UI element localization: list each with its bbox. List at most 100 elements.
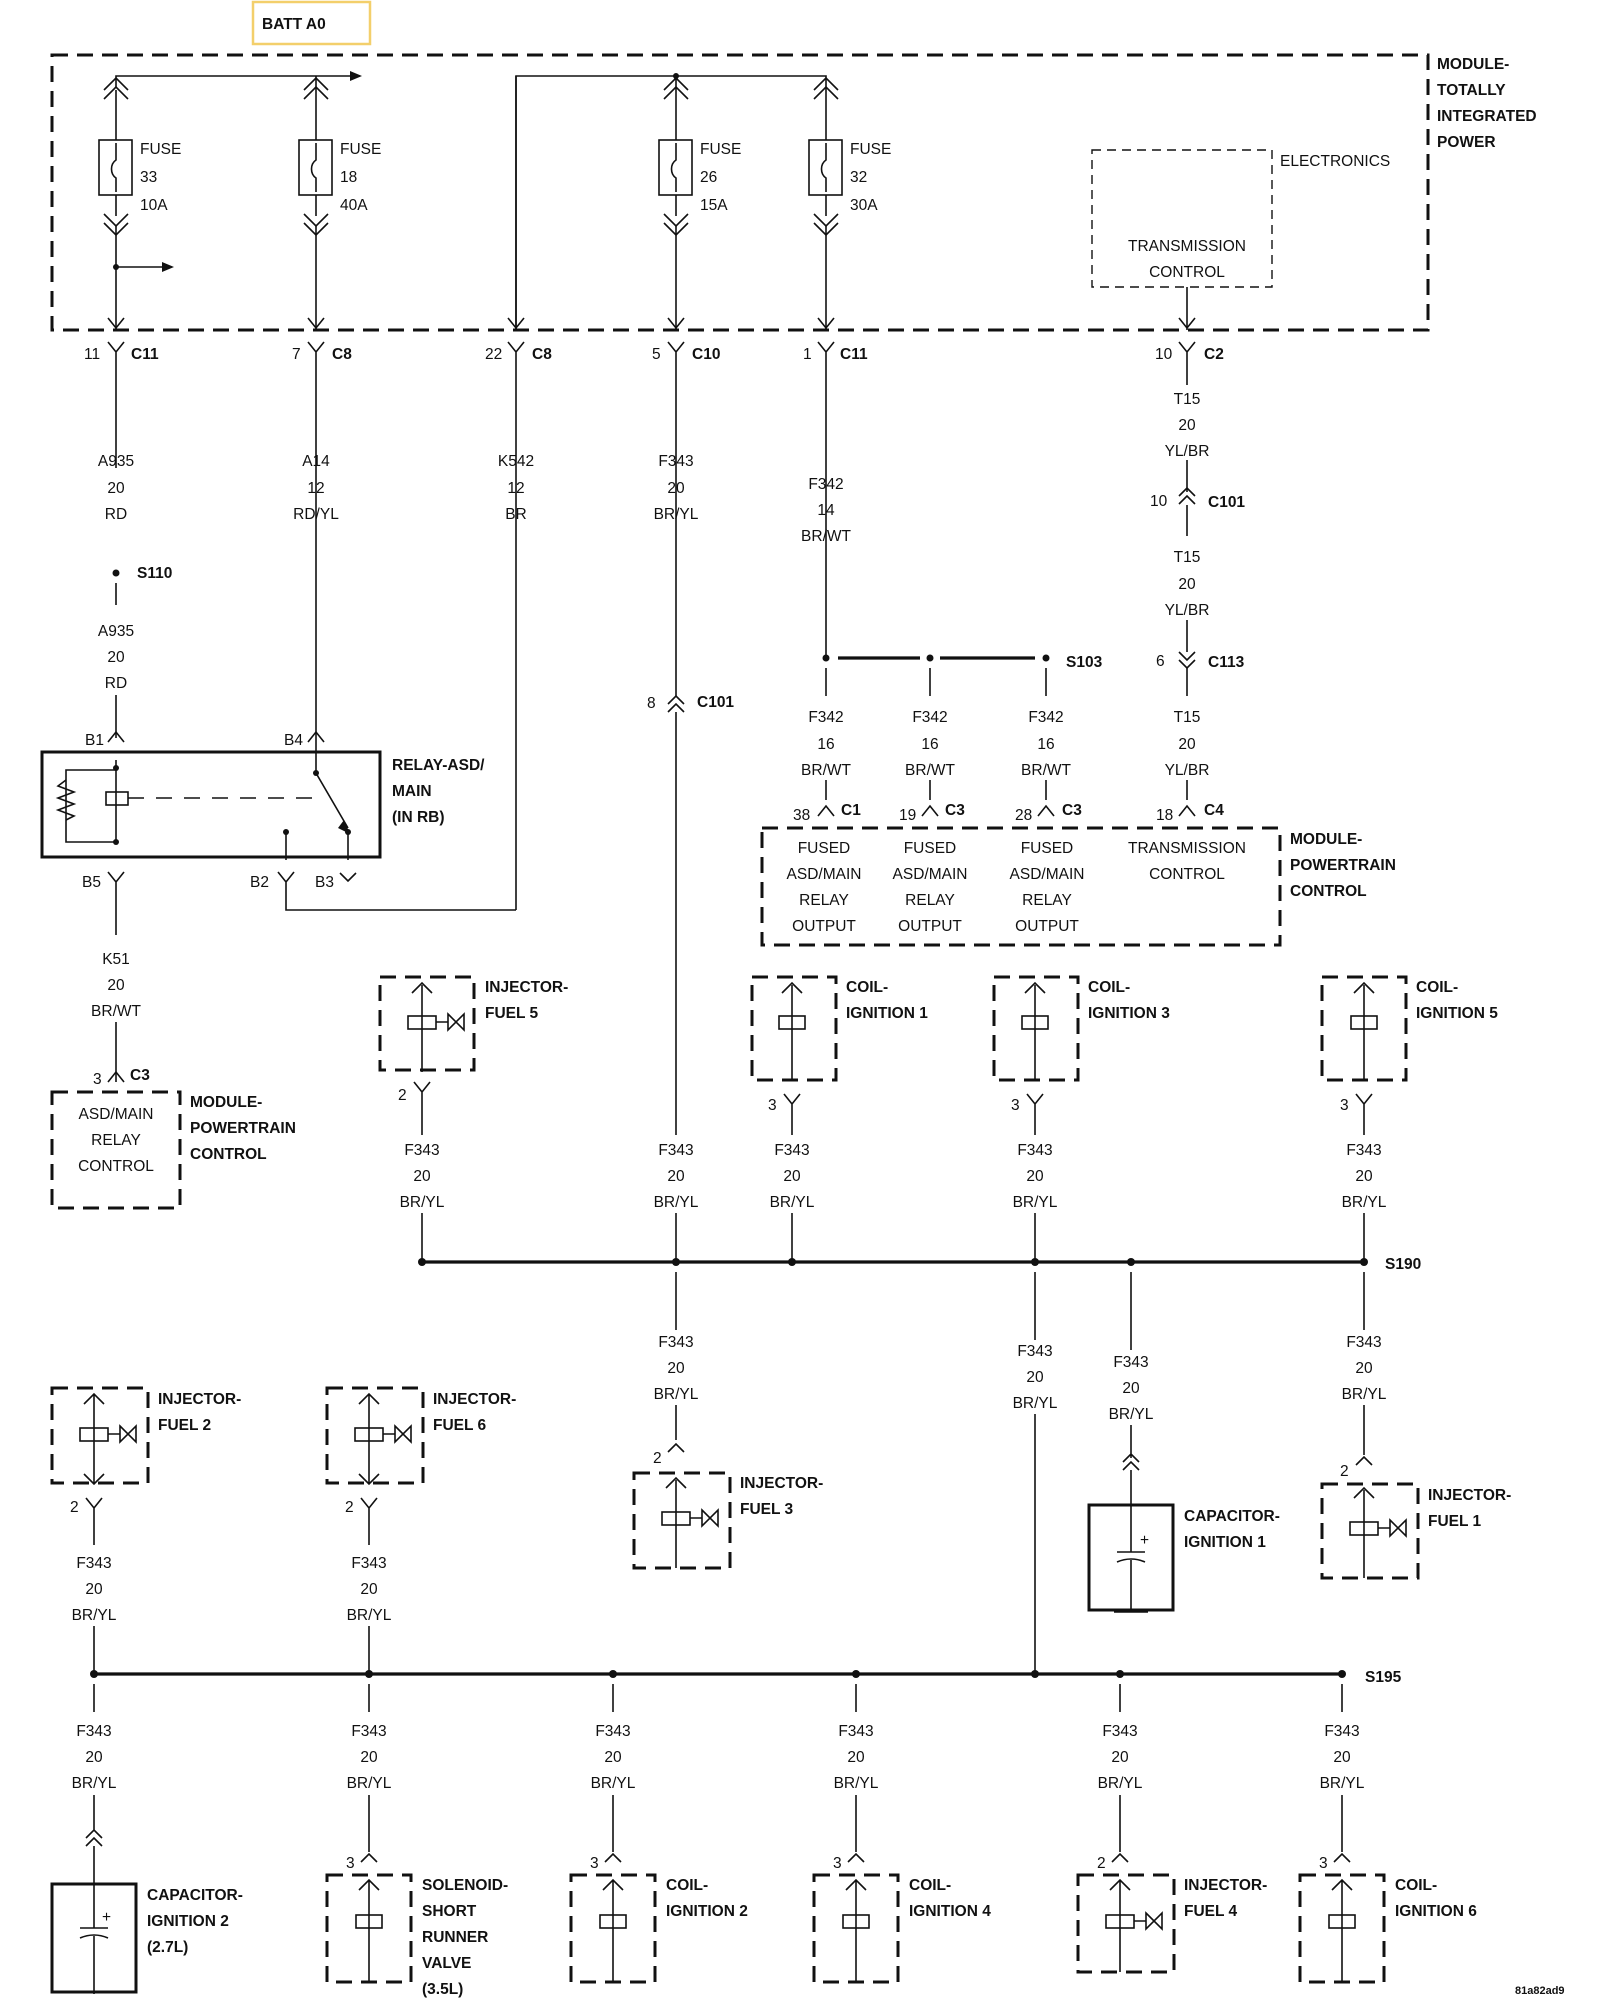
wire-f343-coil1: F343 20 BR/YL	[770, 1142, 815, 1211]
svg-text:11: 11	[84, 346, 100, 363]
pcm-bottom-box	[50, 1090, 182, 1210]
coil-ignition-1: COIL- IGNITION 1 3	[750, 975, 928, 1135]
svg-text:C10: C10	[692, 346, 720, 363]
svg-text:2: 2	[345, 1499, 354, 1516]
svg-text:COIL-: COIL-	[909, 1877, 951, 1894]
svg-text:SHORT: SHORT	[422, 1903, 477, 1920]
svg-text:ASD/MAIN: ASD/MAIN	[787, 866, 862, 883]
svg-text:20: 20	[1178, 417, 1196, 434]
svg-text:S110: S110	[137, 565, 172, 582]
svg-text:CONTROL: CONTROL	[190, 1146, 267, 1163]
svg-text:COIL-: COIL-	[1395, 1877, 1437, 1894]
svg-text:2: 2	[653, 1450, 662, 1467]
svg-text:COIL-: COIL-	[1088, 979, 1130, 996]
svg-text:C3: C3	[945, 802, 965, 819]
injector-fuel-1: 2 INJECTOR- FUEL 1	[1320, 1405, 1511, 1580]
svg-text:YL/BR: YL/BR	[1165, 443, 1210, 460]
svg-text:FUSE: FUSE	[340, 141, 381, 158]
svg-text:RELAY: RELAY	[905, 892, 955, 909]
wire-t15-a: T15 20 YL/BR	[1165, 391, 1210, 460]
svg-text:VALVE: VALVE	[422, 1955, 471, 1972]
svg-text:RUNNER: RUNNER	[422, 1929, 488, 1946]
svg-text:BR/YL: BR/YL	[654, 1386, 699, 1403]
svg-text:7: 7	[292, 346, 301, 363]
capacitor-ignition-2: + CAPACITOR- IGNITION 2 (2.7L)	[50, 1795, 243, 1994]
figure-id: 81a82ad9	[1515, 1985, 1565, 1997]
relay-asd-main: B1 B4 RELAY-ASD/ MAIN (IN RB) B5 B2 B3	[40, 730, 516, 935]
svg-text:F343: F343	[76, 1723, 111, 1740]
svg-text:BR/YL: BR/YL	[347, 1607, 392, 1624]
svg-text:10A: 10A	[140, 197, 168, 214]
svg-text:TOTALLY: TOTALLY	[1437, 82, 1506, 99]
svg-text:20: 20	[360, 1581, 378, 1598]
svg-text:RELAY: RELAY	[799, 892, 849, 909]
svg-text:FUEL 3: FUEL 3	[740, 1501, 793, 1518]
svg-text:F342: F342	[808, 709, 843, 726]
svg-text:2: 2	[1340, 1463, 1349, 1480]
svg-text:RELAY: RELAY	[1022, 892, 1072, 909]
fuse-26: FUSE 26 15A	[658, 76, 741, 330]
svg-text:B2: B2	[250, 874, 269, 891]
svg-text:RD/YL: RD/YL	[293, 506, 339, 523]
svg-text:C11: C11	[840, 346, 868, 363]
wire-f343-cap1: F343 20 BR/YL	[1109, 1354, 1154, 1423]
coil-ignition-2: 3 COIL- IGNITION 2	[569, 1795, 748, 1984]
svg-text:20: 20	[1178, 576, 1196, 593]
svg-text:S103: S103	[1066, 654, 1103, 671]
svg-text:BR/WT: BR/WT	[91, 1003, 141, 1020]
svg-text:IGNITION 1: IGNITION 1	[846, 1005, 928, 1022]
svg-text:F343: F343	[658, 1334, 693, 1351]
svg-text:F343: F343	[1346, 1142, 1381, 1159]
svg-text:COIL-: COIL-	[846, 979, 888, 996]
svg-text:30A: 30A	[850, 197, 878, 214]
wire-f343-c101: F343 20 BR/YL	[654, 1142, 699, 1211]
wire-f343-top: F343 20 BR/YL	[654, 453, 699, 523]
svg-text:22: 22	[485, 346, 502, 363]
svg-text:INJECTOR-: INJECTOR-	[485, 979, 568, 996]
fuse-32: FUSE 32 30A	[808, 76, 891, 330]
svg-text:BR/YL: BR/YL	[1013, 1395, 1058, 1412]
wire-k51: K51 20 BR/WT	[91, 951, 141, 1020]
svg-text:IGNITION 3: IGNITION 3	[1088, 1005, 1170, 1022]
svg-text:BR/YL: BR/YL	[1098, 1775, 1143, 1792]
svg-text:16: 16	[1037, 736, 1054, 753]
svg-text:MODULE-: MODULE-	[1290, 831, 1362, 848]
s190-outputs	[675, 1272, 1365, 1350]
svg-text:33: 33	[140, 169, 157, 186]
svg-text:20: 20	[1122, 1380, 1140, 1397]
svg-text:BR/YL: BR/YL	[591, 1775, 636, 1792]
svg-text:10: 10	[1155, 346, 1173, 363]
svg-text:F342: F342	[808, 476, 843, 493]
svg-text:A14: A14	[302, 453, 330, 470]
wire-f343-inj5: F343 20 BR/YL	[400, 1142, 445, 1211]
s195-drops	[93, 1684, 1343, 1712]
svg-text:F343: F343	[1017, 1343, 1052, 1360]
svg-text:20: 20	[1026, 1369, 1044, 1386]
svg-text:F343: F343	[658, 1142, 693, 1159]
c101-inline: 8 C101	[647, 694, 734, 1135]
svg-text:F343: F343	[838, 1723, 873, 1740]
svg-text:28: 28	[1015, 807, 1032, 824]
svg-text:BR/WT: BR/WT	[801, 528, 851, 545]
svg-text:CAPACITOR-: CAPACITOR-	[147, 1887, 243, 1904]
wire-f343-cap2: F343 20 BR/YL	[72, 1723, 117, 1792]
capacitor-ignition-1: + CAPACITOR- IGNITION 1	[1087, 1425, 1280, 1613]
battery-feed-bus	[115, 71, 362, 88]
wire-f342-top: F342 14 BR/WT	[801, 476, 851, 545]
wire-a14: A14 12 RD/YL	[293, 453, 339, 523]
svg-text:K542: K542	[498, 453, 534, 470]
svg-text:20: 20	[1355, 1360, 1373, 1377]
svg-text:IGNITION 6: IGNITION 6	[1395, 1903, 1477, 1920]
pcm-bottom-title: MODULE- POWERTRAIN CONTROL	[190, 1094, 296, 1163]
svg-text:BR/YL: BR/YL	[347, 1775, 392, 1792]
svg-text:(2.7L): (2.7L)	[147, 1939, 188, 1956]
svg-text:BR/WT: BR/WT	[1021, 762, 1071, 779]
svg-text:T15: T15	[1174, 549, 1201, 566]
svg-text:INJECTOR-: INJECTOR-	[158, 1391, 241, 1408]
splice-s190: S190	[418, 1256, 1421, 1273]
wire-f343-coil5: F343 20 BR/YL	[1342, 1142, 1387, 1211]
svg-text:FUSE: FUSE	[700, 141, 741, 158]
svg-text:3: 3	[590, 1855, 599, 1872]
wire-f343-coil6: F343 20 BR/YL	[1320, 1723, 1365, 1792]
coil-ignition-6: 3 COIL- IGNITION 6	[1298, 1795, 1477, 1984]
